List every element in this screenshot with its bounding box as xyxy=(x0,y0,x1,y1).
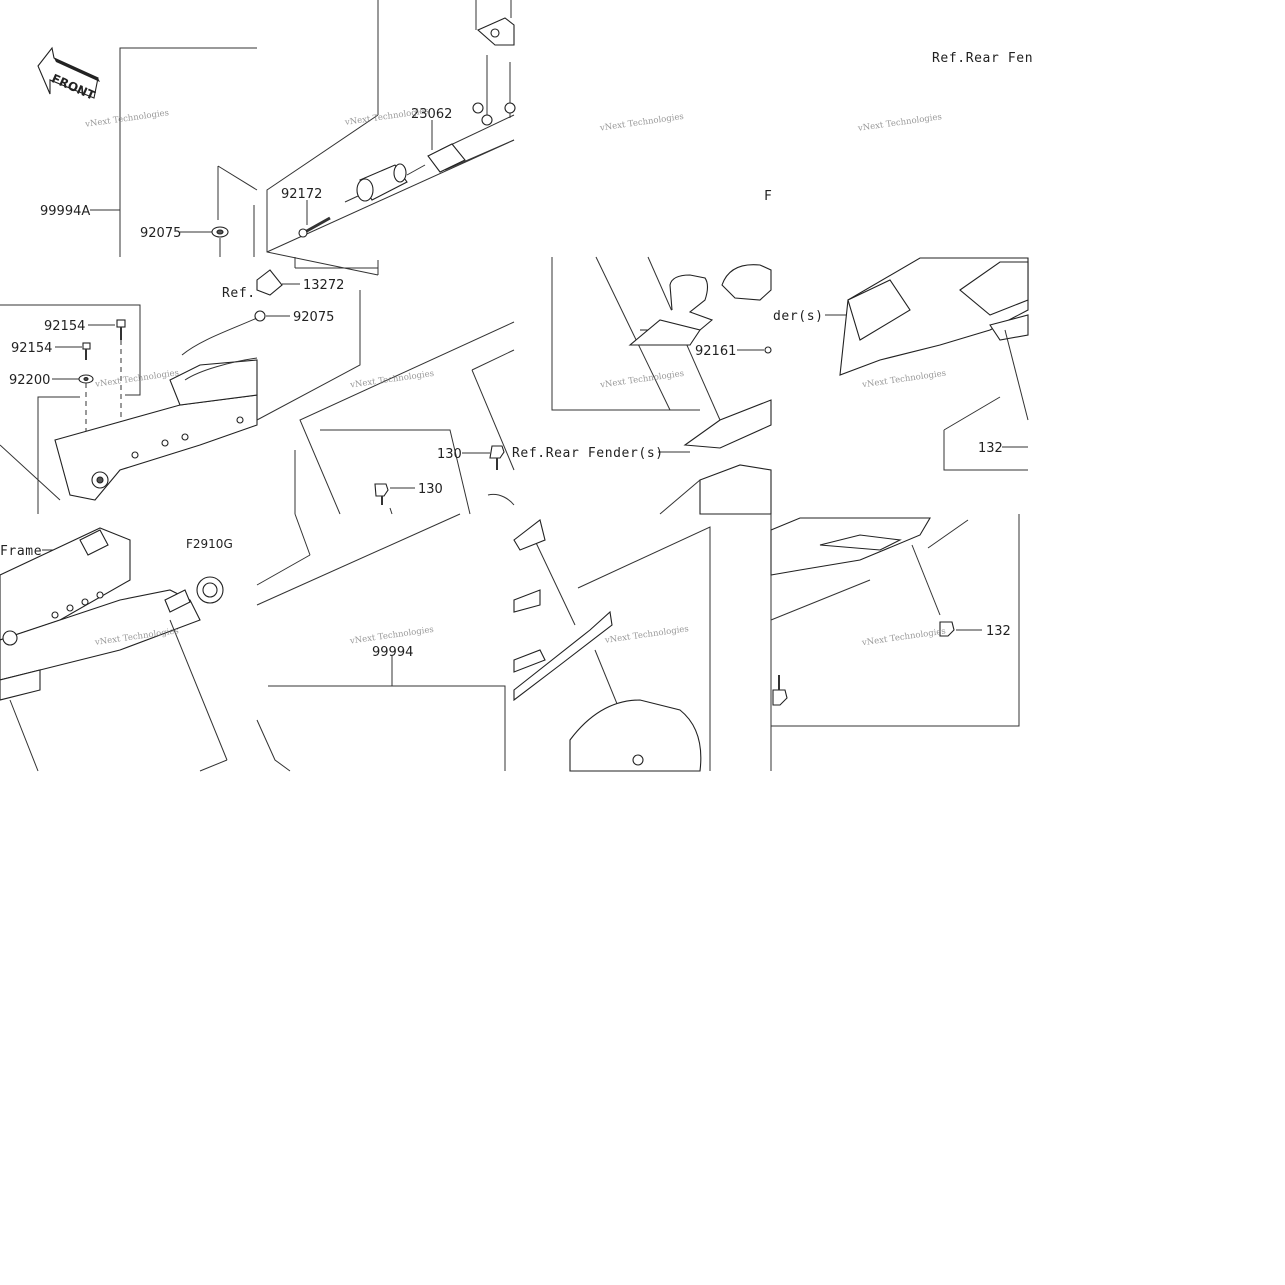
sensor-assembly-icon xyxy=(344,163,426,203)
rear-fender-icon xyxy=(683,399,772,449)
part-label-92075-upper[interactable]: 92075 xyxy=(140,226,181,241)
part-label-130-lower[interactable]: 130 xyxy=(418,482,443,497)
bolt-icon xyxy=(82,342,91,350)
part-label-132-lower[interactable]: 132 xyxy=(986,624,1011,639)
ref-label-partial: Ref. xyxy=(222,286,256,301)
part-label-92161[interactable]: 92161 xyxy=(695,344,736,359)
grommet-icon xyxy=(254,310,266,322)
flange-bolt-icon xyxy=(489,445,505,459)
ref-label-frame[interactable]: Frame xyxy=(0,544,42,559)
tile-bottom-center: 99994 vNext Technologies xyxy=(256,513,506,772)
part-label-132-upper[interactable]: 132 xyxy=(978,441,1003,456)
part-label-92154-lower[interactable]: 92154 xyxy=(11,341,52,356)
tile-front-left: FRONT 99994A 92075 vNext Technologies xyxy=(37,46,258,257)
frame-bracket-icon xyxy=(54,317,258,501)
tile-far-right-bottom: 132 vNext Technologies xyxy=(770,514,1020,771)
frame-rail-icon xyxy=(0,527,224,701)
part-label-92172[interactable]: 92172 xyxy=(281,187,322,202)
part-label-23062[interactable]: 23062 xyxy=(411,107,452,122)
part-label-99994A[interactable]: 99994A xyxy=(40,204,90,219)
front-arrow-icon: FRONT xyxy=(37,46,100,103)
watermark: vNext Technologies xyxy=(94,368,180,390)
watermark: vNext Technologies xyxy=(599,369,685,391)
part-label-130-upper[interactable]: 130 xyxy=(437,447,462,462)
part-label-92200[interactable]: 92200 xyxy=(9,373,50,388)
watermark: vNext Technologies xyxy=(603,624,689,646)
watermark: vNext Technologies xyxy=(343,106,429,128)
part-label-92154-upper[interactable]: 92154 xyxy=(44,319,85,334)
watermark: vNext Technologies xyxy=(860,627,946,649)
watermark: vNext Technologies xyxy=(348,625,434,647)
part-label-99994[interactable]: 99994 xyxy=(372,645,413,660)
tile-mid-right: 92161 der(s) Ref.Rear Fender(s) vNext Te… xyxy=(512,256,824,515)
tile-bottom-right: vNext Technologies xyxy=(513,519,711,772)
figure-code: F2910G xyxy=(186,537,233,551)
watermark: vNext Technologies xyxy=(861,369,947,391)
tile-mid-left: 92154 92154 92200 Ref. vNext Technologi xyxy=(0,286,258,514)
ref-label-rear-fender-top[interactable]: Ref.Rear Fen xyxy=(932,51,1033,66)
ref-label-rear-fender-mid[interactable]: Ref.Rear Fender(s) xyxy=(512,446,664,461)
ref-label-rear-fender-right[interactable]: der(s) xyxy=(773,309,824,324)
fender-panel-icon xyxy=(513,519,702,772)
part-label-13272[interactable]: 13272 xyxy=(303,278,344,293)
flange-bolt-icon xyxy=(939,621,955,637)
tile-bottom-left: Frame F2910G vNext Technologies xyxy=(0,527,233,772)
bolt-icon xyxy=(298,216,331,238)
part-label-92075-lower[interactable]: 92075 xyxy=(293,310,334,325)
tile-far-right-mid: 132 vNext Technologies xyxy=(825,257,1029,471)
flange-bolt-icon xyxy=(772,689,788,706)
watermark: vNext Technologies xyxy=(598,112,684,134)
watermark: vNext Technologies xyxy=(349,369,435,391)
watermark: vNext Technologies xyxy=(856,112,942,134)
tile-front-center: 92172 23062 vNext Technologies xyxy=(266,0,516,276)
bolt-icon xyxy=(116,319,126,328)
tile-far-right-top: Ref.Rear Fen vNext Technologies xyxy=(856,51,1033,134)
tile-front-right: F vNext Technologies xyxy=(598,112,772,204)
plate-icon xyxy=(256,269,283,296)
bracket-icon xyxy=(628,264,772,346)
tile-mid-center: 13272 92075 130 130 vNext Technologies xyxy=(254,269,515,515)
tail-light-housing-icon xyxy=(770,517,931,576)
ref-label-partial-f: F xyxy=(764,189,772,204)
watermark: vNext Technologies xyxy=(84,108,170,130)
tail-cover-icon xyxy=(839,257,1029,376)
flange-bolt-icon xyxy=(374,483,389,497)
